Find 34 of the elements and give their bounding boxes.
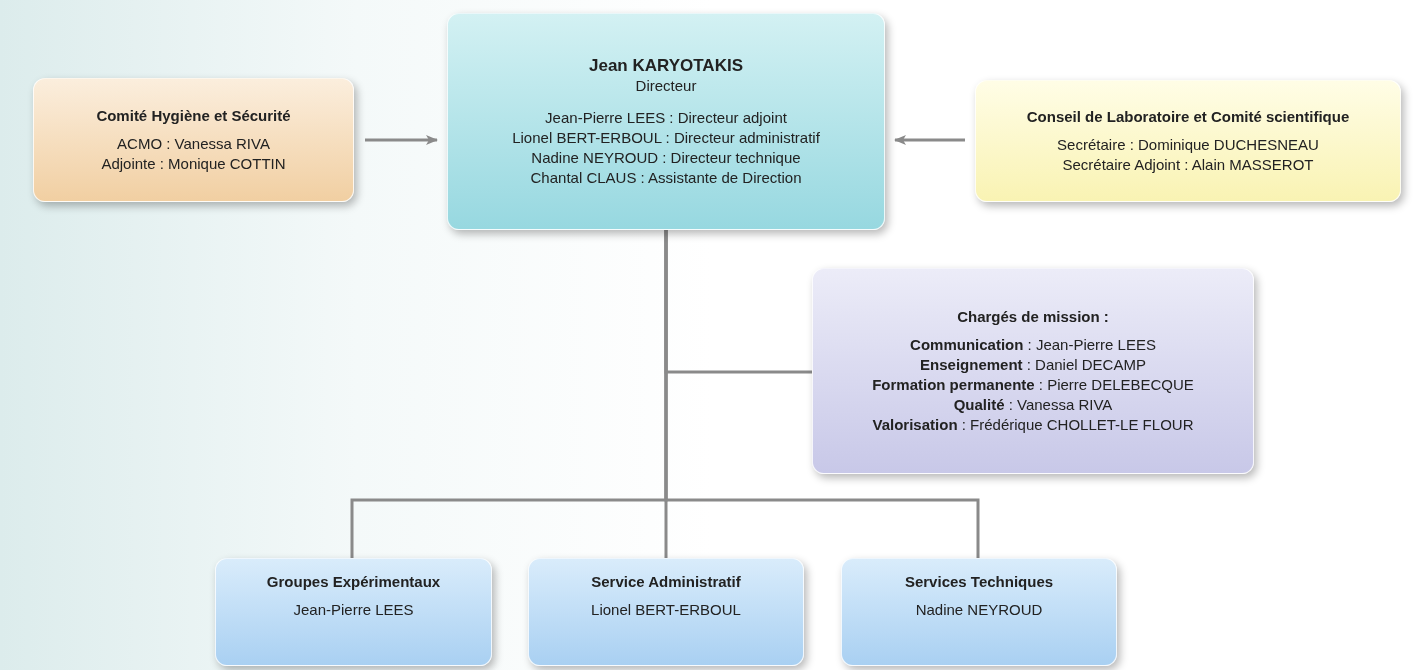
box-text: Jean-Pierre LEES: [293, 600, 414, 620]
org-box: [33, 78, 354, 202]
box-text: Secrétaire Adjoint : Alain MASSEROT: [1062, 154, 1314, 175]
box-heading: Groupes Expérimentaux: [266, 573, 441, 590]
org-box: [841, 558, 1117, 666]
box-text: Lionel BERT-ERBOUL : Directeur administratif: [512, 127, 820, 148]
box-text: Formation permanente : Pierre DELEBECQUE: [872, 374, 1194, 395]
box-heading: Comité Hygiène et Sécurité: [96, 106, 291, 124]
org-box: [447, 13, 885, 230]
box-heading: Services Techniques: [904, 573, 1054, 590]
arrow: [894, 135, 965, 145]
org-box: [812, 268, 1254, 474]
box-text: Valorisation : Frédérique CHOLLET-LE FLOUR: [872, 414, 1194, 435]
box-text: Qualité : Vanessa RIVA: [953, 394, 1113, 415]
box-text: Nadine NEYROUD : Directeur technique: [531, 147, 801, 168]
arrow: [365, 135, 438, 145]
box-text: Adjointe : Monique COTTIN: [101, 153, 286, 174]
box-text: ACMO : Vanessa RIVA: [117, 133, 270, 154]
org-box: [975, 80, 1401, 202]
box-text: Communication : Jean-Pierre LEES: [910, 334, 1156, 355]
box-text: Nadine NEYROUD: [915, 600, 1043, 620]
box-text: Directeur: [635, 75, 697, 96]
org-box: [528, 558, 804, 666]
box-heading: Jean KARYOTAKIS: [589, 55, 743, 76]
box-text: Jean-Pierre LEES : Directeur adjoint: [545, 107, 787, 128]
box-heading: Chargés de mission :: [957, 307, 1109, 325]
org-box: [215, 558, 492, 666]
box-text: Chantal CLAUS : Assistante de Direction: [530, 167, 802, 188]
box-text: Secrétaire : Dominique DUCHESNEAU: [1057, 134, 1319, 155]
box-heading: Conseil de Laboratoire et Comité scientifique: [1026, 107, 1350, 125]
box-text: Lionel BERT-ERBOUL: [591, 600, 741, 620]
box-text: Enseignement : Daniel DECAMP: [920, 354, 1146, 375]
connector-line: [664, 230, 980, 558]
box-heading: Service Administratif: [591, 573, 741, 590]
